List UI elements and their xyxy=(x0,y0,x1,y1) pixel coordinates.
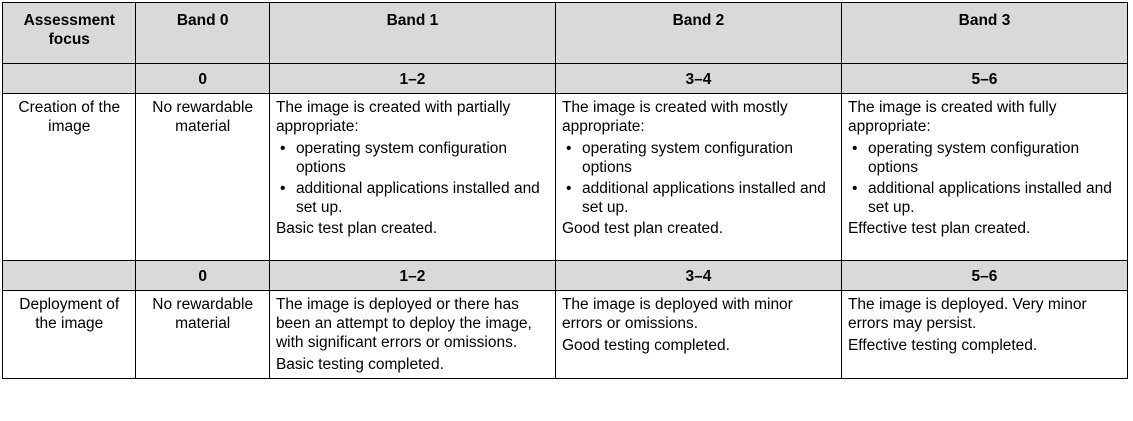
marks-band-3: 5–6 xyxy=(840,63,1129,94)
bullet-item: operating system configuration options xyxy=(280,139,549,177)
bullet-item: additional applications installed and se… xyxy=(280,179,549,217)
descriptor-intro: The image is created with mostly appropr… xyxy=(561,99,788,135)
focus-cell: Deployment of the image xyxy=(1,290,137,379)
marks-band-0: 0 xyxy=(135,260,270,291)
band-0-cell: No rewardable material xyxy=(135,93,270,261)
descriptor-bullet-list: operating system configuration options a… xyxy=(276,139,549,217)
marks-row-deployment: 0 1–2 3–4 5–6 xyxy=(1,260,1129,291)
header-band-3: Band 3 xyxy=(840,2,1129,64)
header-row: Assessment focus Band 0 Band 1 Band 2 Ba… xyxy=(1,2,1129,64)
criteria-row-deployment: Deployment of the image No rewardable ma… xyxy=(1,290,1129,379)
descriptor-summary: Good test plan created. xyxy=(561,220,724,237)
focus-cell: Creation of the image xyxy=(1,93,137,261)
descriptor-intro: The image is deployed. Very minor errors… xyxy=(847,296,1087,332)
band-1-descriptor: The image is deployed or there has been … xyxy=(268,290,556,379)
assessment-grid-table: Assessment focus Band 0 Band 1 Band 2 Ba… xyxy=(1,2,1129,379)
descriptor-bullet-list: operating system configuration options a… xyxy=(848,139,1121,217)
header-band-1: Band 1 xyxy=(268,2,556,64)
descriptor-intro: The image is deployed or there has been … xyxy=(275,296,532,351)
descriptor-intro: The image is created with fully appropri… xyxy=(847,99,1057,135)
marks-band-0: 0 xyxy=(135,63,270,94)
descriptor-summary: Good testing completed. xyxy=(561,337,730,354)
bullet-item: operating system configuration options xyxy=(852,139,1121,177)
marks-band-1: 1–2 xyxy=(268,260,556,291)
marks-row-creation: 0 1–2 3–4 5–6 xyxy=(1,63,1129,94)
marks-blank-cell xyxy=(1,260,137,291)
bullet-item: additional applications installed and se… xyxy=(566,179,835,217)
marks-band-1: 1–2 xyxy=(268,63,556,94)
bullet-item: additional applications installed and se… xyxy=(852,179,1121,217)
band-3-descriptor: The image is deployed. Very minor errors… xyxy=(840,290,1129,379)
descriptor-intro: The image is deployed with minor errors … xyxy=(561,296,793,332)
descriptor-summary: Effective test plan created. xyxy=(847,220,1031,237)
band-3-descriptor: The image is created with fully appropri… xyxy=(840,93,1129,261)
band-2-descriptor: The image is created with mostly appropr… xyxy=(554,93,842,261)
header-band-2: Band 2 xyxy=(554,2,842,64)
band-1-descriptor: The image is created with partially appr… xyxy=(268,93,556,261)
descriptor-intro: The image is created with partially appr… xyxy=(275,99,511,135)
header-band-0: Band 0 xyxy=(135,2,270,64)
band-2-descriptor: The image is deployed with minor errors … xyxy=(554,290,842,379)
marks-blank-cell xyxy=(1,63,137,94)
criteria-row-creation: Creation of the image No rewardable mate… xyxy=(1,93,1129,261)
descriptor-summary: Basic testing completed. xyxy=(275,356,444,373)
descriptor-summary: Effective testing completed. xyxy=(847,337,1038,354)
marks-band-3: 5–6 xyxy=(840,260,1129,291)
marks-band-2: 3–4 xyxy=(554,260,842,291)
descriptor-summary: Basic test plan created. xyxy=(275,220,438,237)
marks-band-2: 3–4 xyxy=(554,63,842,94)
band-0-cell: No rewardable material xyxy=(135,290,270,379)
bullet-item: operating system configuration options xyxy=(566,139,835,177)
descriptor-bullet-list: operating system configuration options a… xyxy=(562,139,835,217)
header-assessment-focus: Assessment focus xyxy=(1,2,137,64)
